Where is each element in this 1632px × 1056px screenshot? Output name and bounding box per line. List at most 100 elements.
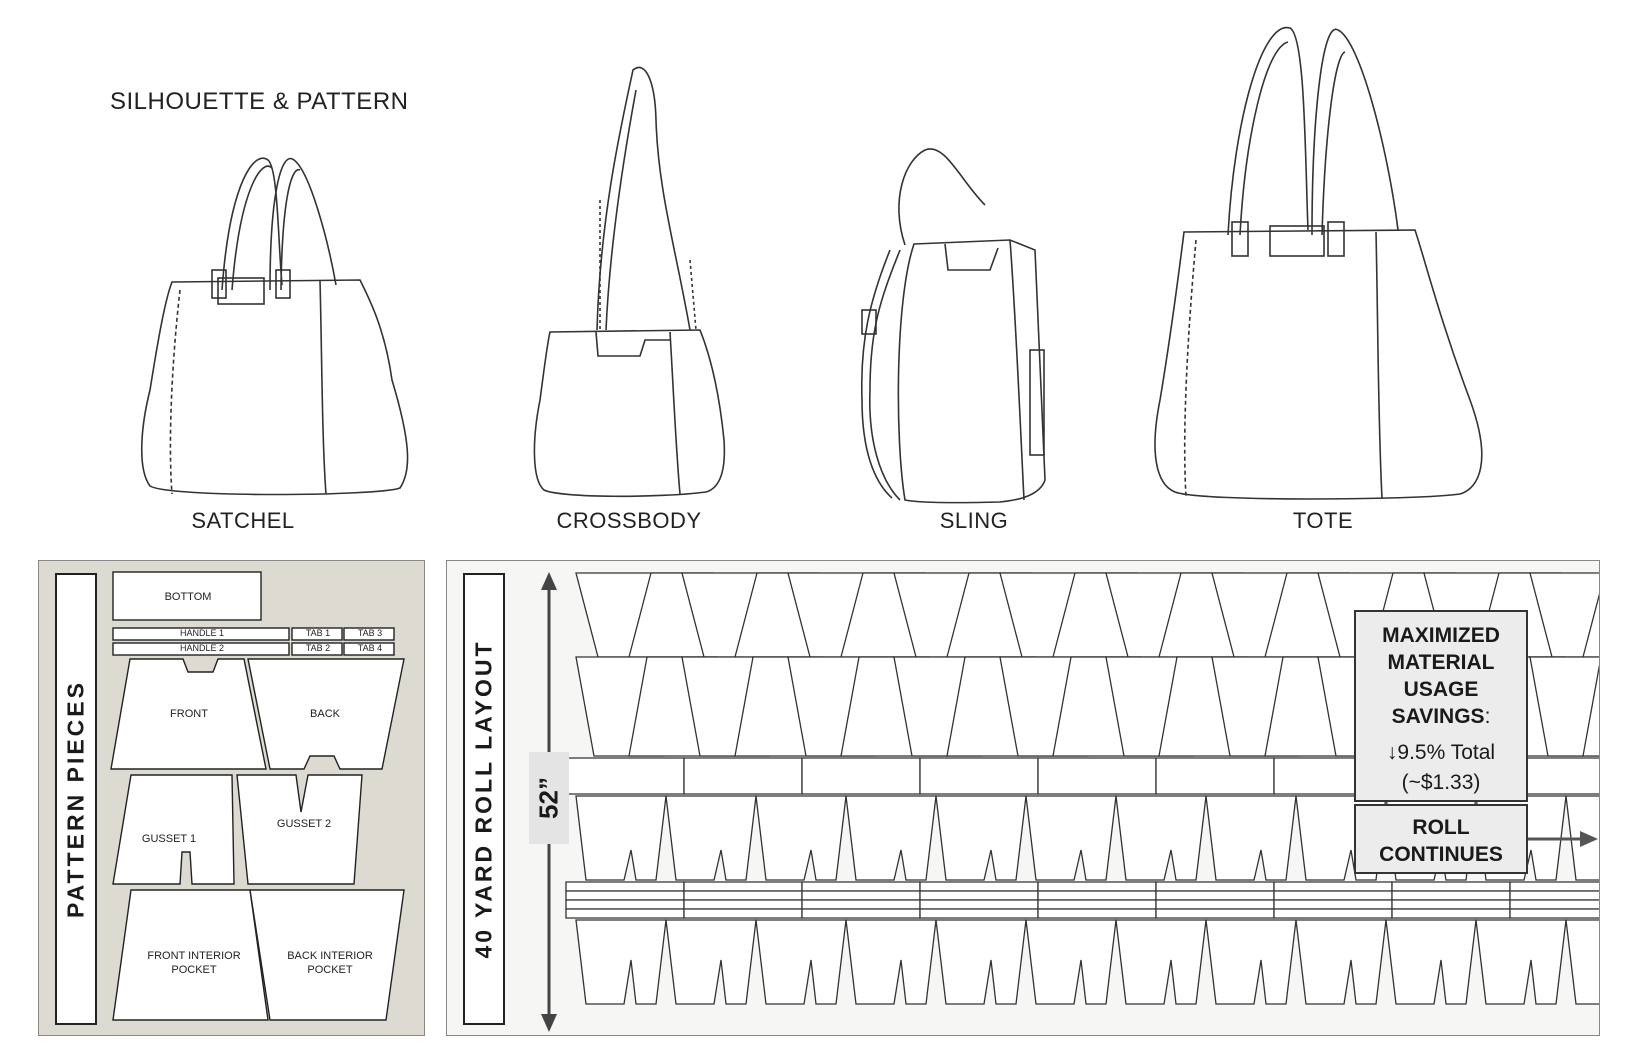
savings-title-line4: SAVINGS	[1391, 705, 1485, 728]
nest-gusset-piece	[665, 919, 757, 1005]
nesting-layout-drawing	[565, 572, 1599, 1005]
roll-layout-title-box: 40 YARD ROLL LAYOUT	[463, 573, 505, 1025]
nest-back-piece	[1582, 593, 1599, 658]
savings-percent: ↓9.5% Total	[1386, 741, 1496, 764]
nest-tab-strip	[565, 899, 685, 910]
piece-label-handle-1: HANDLE 1	[179, 628, 224, 638]
satchel-drawing	[140, 157, 409, 496]
piece-tab-1	[291, 627, 343, 641]
savings-dollars: (~$1.33)	[1401, 771, 1481, 794]
nest-gusset-piece	[1565, 919, 1599, 1005]
piece-label-gusset-2: GUSSET 2	[276, 818, 332, 830]
nest-gusset-piece	[575, 919, 667, 1005]
nest-gusset-piece	[1115, 795, 1207, 881]
nest-tab-strip	[1273, 908, 1393, 919]
savings-title: MAXIMIZED MATERIAL USAGE SAVINGS:	[1356, 612, 1526, 730]
nest-tab-strip	[801, 908, 921, 919]
nest-gusset-piece	[1025, 919, 1117, 1005]
pattern-pieces-title-box: PATTERN PIECES	[55, 573, 97, 1025]
piece-label-handle-2: HANDLE 2	[179, 643, 224, 653]
savings-title-line1: MAXIMIZED	[1382, 624, 1500, 647]
savings-title-colon: :	[1484, 705, 1491, 728]
piece-back	[247, 658, 405, 770]
piece-label-tab-3: TAB 3	[357, 628, 383, 638]
piece-gusset-2	[236, 774, 363, 885]
nest-tab-strip	[1037, 899, 1157, 910]
nest-tab-strip	[1155, 908, 1275, 919]
nest-tab-strip	[1509, 881, 1599, 892]
nest-tab-strip	[1391, 899, 1511, 910]
piece-label-front-interior-line1: FRONT INTERIOR	[147, 950, 241, 962]
tote-drawing	[1154, 26, 1483, 500]
piece-tab-4	[343, 642, 395, 656]
nest-gusset-piece	[935, 919, 1027, 1005]
savings-title-line2: MATERIAL	[1387, 651, 1495, 674]
bag-label-satchel: SATCHEL	[191, 508, 295, 533]
nest-tab-strip	[1509, 899, 1599, 910]
sling-drawing	[860, 148, 1046, 504]
roll-width-label-box: 52”	[529, 752, 569, 844]
bag-label-tote: TOTE	[1292, 508, 1354, 533]
nest-tab-strip	[801, 890, 921, 901]
nest-front-piece	[1529, 572, 1599, 658]
nest-tab-strip	[565, 908, 685, 919]
nest-tab-strip	[683, 899, 803, 910]
savings-value: ↓9.5% Total (~$1.33)	[1356, 738, 1526, 798]
nest-tab-strip	[1037, 890, 1157, 901]
nest-gusset-piece	[755, 919, 847, 1005]
piece-label-back: BACK	[310, 708, 340, 720]
nest-handle-strip	[801, 757, 921, 795]
nest-tab-strip	[1155, 890, 1275, 901]
piece-label-tab-4: TAB 4	[357, 643, 383, 653]
piece-bottom	[112, 571, 262, 621]
nest-tab-strip	[1273, 881, 1393, 892]
satchel-illustration	[140, 26, 1483, 504]
savings-callout: MAXIMIZED MATERIAL USAGE SAVINGS: ↓9.5% …	[1354, 610, 1528, 802]
roll-continues-line1: ROLL	[1412, 816, 1470, 839]
nest-gusset-piece	[845, 795, 937, 881]
nest-tab-strip	[683, 890, 803, 901]
nest-tab-strip	[919, 899, 1039, 910]
nest-gusset-piece	[1295, 919, 1387, 1005]
crossbody-drawing	[533, 66, 726, 498]
piece-label-back-interior-line2: POCKET	[307, 964, 353, 976]
nest-handle-strip	[919, 757, 1039, 795]
nest-handle-strip	[1037, 757, 1157, 795]
piece-gusset-1	[112, 774, 235, 885]
piece-handle-1	[112, 627, 290, 641]
nest-tab-strip	[1273, 899, 1393, 910]
piece-handle-2	[112, 642, 290, 656]
roll-continues-arrow	[1528, 831, 1598, 847]
nest-gusset-piece	[575, 795, 667, 881]
piece-label-back-interior-line1: BACK INTERIOR	[287, 950, 373, 962]
nest-tab-strip	[1155, 881, 1275, 892]
pattern-pieces-drawing	[110, 571, 405, 1021]
nest-gusset-piece	[1205, 919, 1297, 1005]
piece-label-front-interior-pocket: FRONT INTERIOR POCKET	[129, 949, 259, 977]
bag-label-crossbody: CROSSBODY	[556, 508, 702, 533]
nest-tab-strip	[565, 881, 685, 892]
nest-tab-strip	[565, 890, 685, 901]
piece-label-tab-1: TAB 1	[305, 628, 331, 638]
nest-tab-strip	[1037, 881, 1157, 892]
nest-tab-strip	[1391, 908, 1511, 919]
nest-gusset-piece	[935, 795, 1027, 881]
roll-continues-line2: CONTINUES	[1379, 843, 1503, 866]
nest-gusset-piece	[845, 919, 937, 1005]
piece-tab-2	[291, 642, 343, 656]
nest-tab-strip	[1391, 881, 1511, 892]
nest-back-piece	[1582, 664, 1599, 757]
nest-tab-strip	[1509, 908, 1599, 919]
piece-label-gusset-1: GUSSET 1	[141, 833, 197, 845]
pattern-pieces-panel: PATTERN PIECES BOTTOM HANDLE 1 HANDLE 2 …	[38, 560, 425, 1036]
nest-tab-strip	[919, 881, 1039, 892]
nest-gusset-piece	[1115, 919, 1207, 1005]
nest-tab-strip	[683, 908, 803, 919]
nest-front-piece	[1529, 656, 1599, 757]
nest-handle-strip	[565, 757, 685, 795]
nest-gusset-piece	[1205, 795, 1297, 881]
savings-title-line3: USAGE	[1403, 678, 1479, 701]
nest-gusset-piece	[1025, 795, 1117, 881]
piece-back-interior-pocket	[249, 889, 405, 1021]
nest-tab-strip	[1391, 890, 1511, 901]
